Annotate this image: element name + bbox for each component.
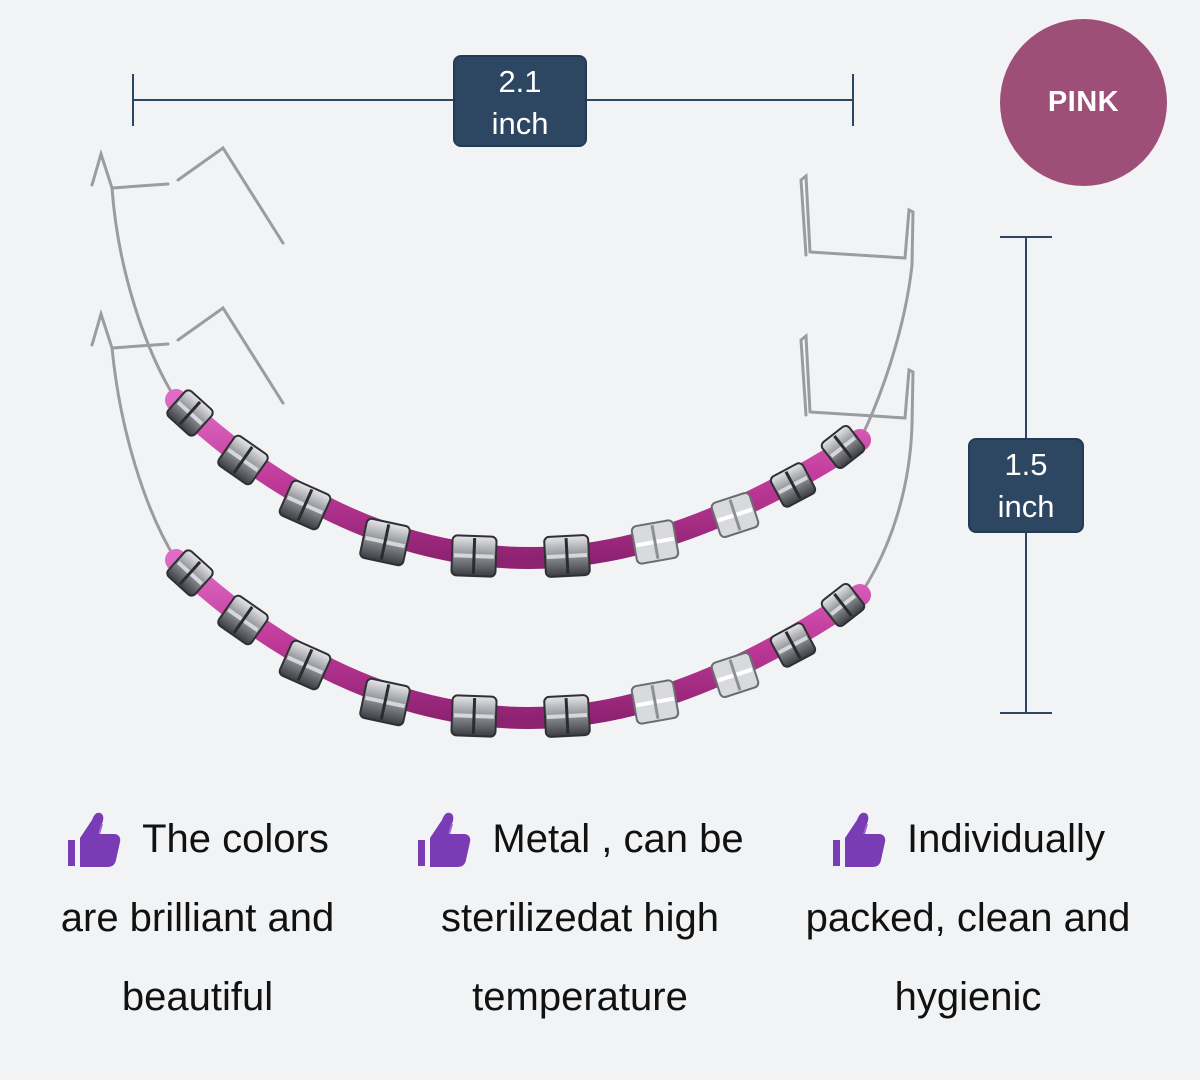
elastic-band-lower <box>165 549 871 730</box>
feature-colors-line-3: beautiful <box>121 975 274 1019</box>
height-dimension-label: 1.5 inch <box>968 438 1084 533</box>
color-badge: PINK <box>1000 19 1167 186</box>
width-value: 2.1 <box>498 64 542 99</box>
feature-metal: Metal , can be sterilizedat high tempera… <box>410 800 750 1037</box>
braces-illustration <box>90 74 1052 738</box>
feature-colors-line-2: are brilliant and <box>60 896 335 940</box>
thumbs-up-icon <box>833 812 886 867</box>
elastic-band-upper <box>165 389 871 570</box>
feature-metal-line-2: sterilizedat high <box>441 896 719 940</box>
thumbs-up-icon <box>68 812 121 867</box>
width-dimension-label: 2.1 inch <box>453 55 587 147</box>
thumbs-up-icon <box>418 812 471 867</box>
feature-packaging-line-2: packed, clean and <box>805 896 1131 940</box>
width-unit: inch <box>491 106 549 141</box>
feature-colors-line-1: The colors <box>142 817 329 861</box>
feature-colors: The colors are brilliant and beautiful <box>30 800 365 1037</box>
color-badge-label: PINK <box>1047 86 1120 118</box>
feature-packaging-line-3: hygienic <box>894 975 1042 1019</box>
brackets-lower <box>166 549 866 738</box>
feature-metal-line-3: temperature <box>472 975 688 1019</box>
feature-metal-line-1: Metal , can be <box>492 817 744 861</box>
feature-packaging-line-1: Individually <box>907 817 1105 861</box>
brackets-upper <box>166 389 866 578</box>
height-unit: inch <box>997 489 1055 524</box>
height-value: 1.5 <box>1004 447 1048 482</box>
feature-packaging: Individually packed, clean and hygienic <box>778 800 1158 1037</box>
